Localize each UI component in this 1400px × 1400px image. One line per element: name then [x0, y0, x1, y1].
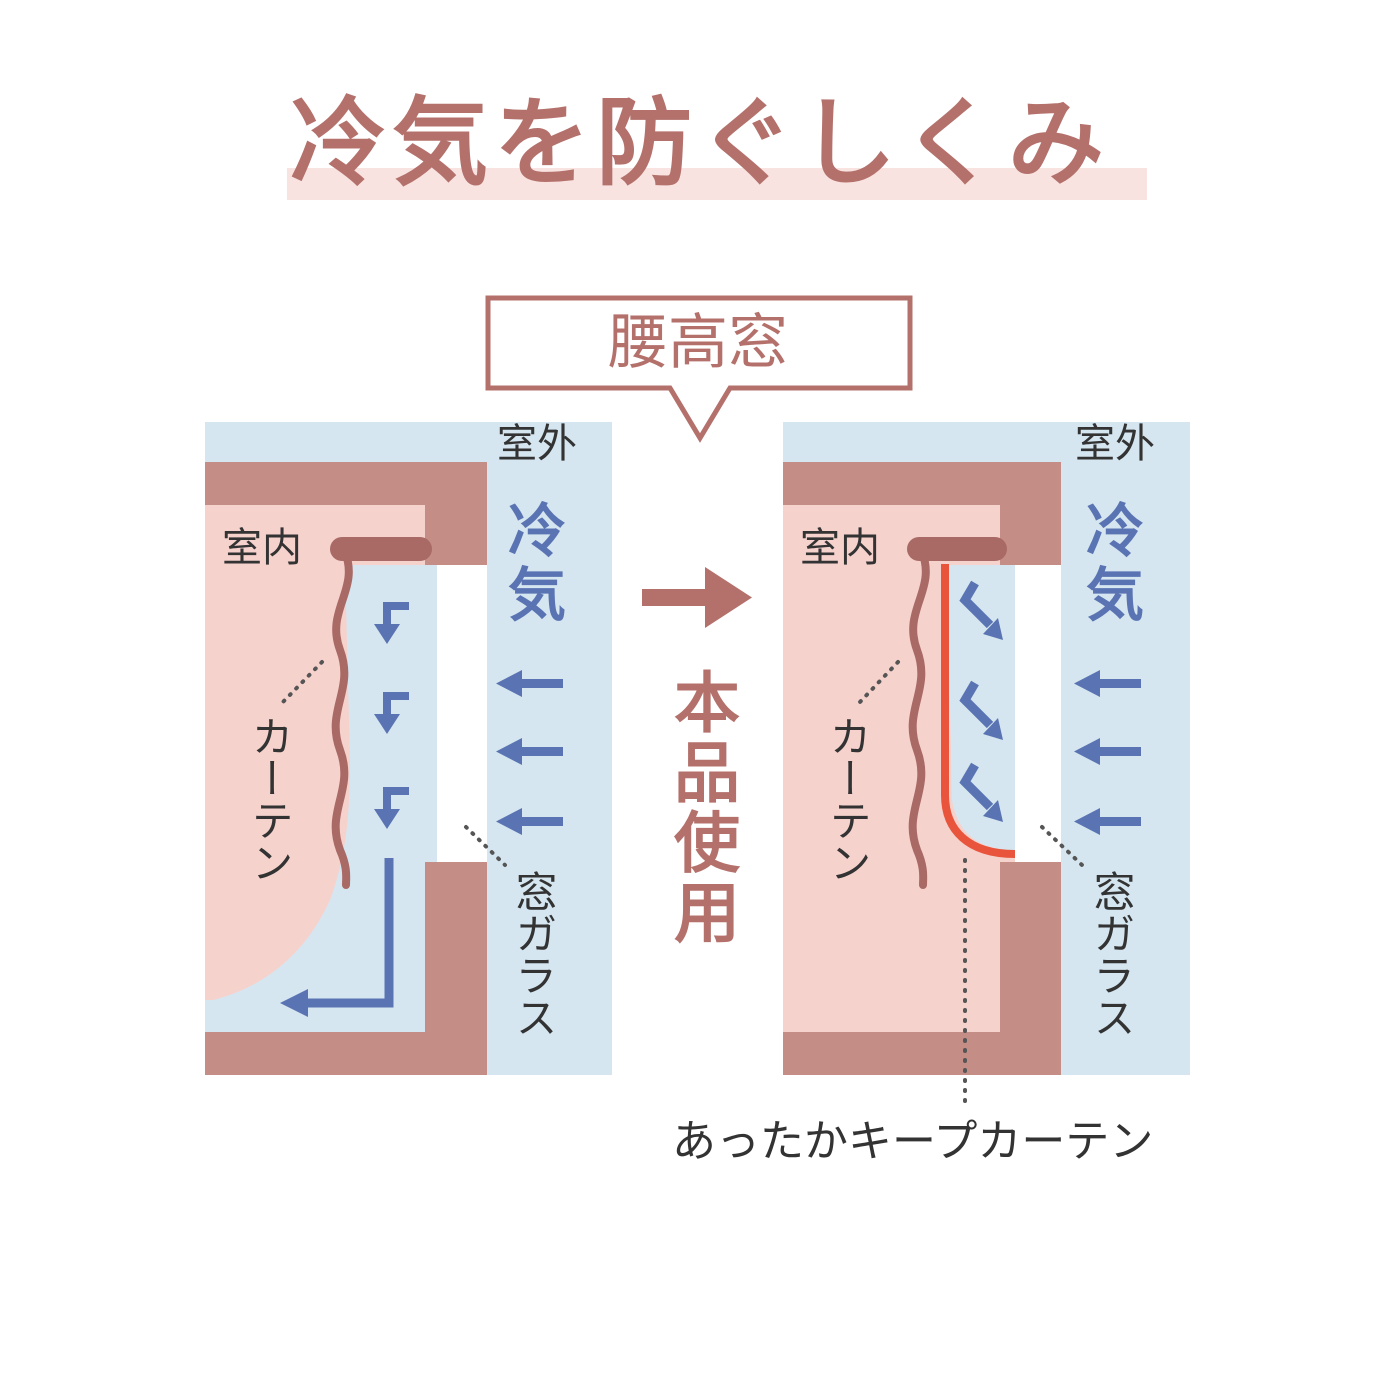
left-curtain-leader [281, 660, 324, 704]
left-indoor-label: 室内 [222, 525, 302, 571]
right-panel [783, 422, 1190, 1112]
right-glass-label: 窓ガラス [1087, 870, 1136, 1038]
right-glass-leader [1040, 825, 1084, 867]
arrowhead-markers [983, 618, 1003, 822]
left-glass-label: 窓ガラス [509, 870, 558, 1038]
callout-box [485, 295, 913, 443]
left-cold-pool [205, 565, 437, 1032]
arrow-down-right-icon [959, 580, 994, 811]
left-curtain [331, 548, 353, 889]
right-upper-wall [783, 462, 1061, 565]
arrow-down-icon [374, 602, 409, 829]
left-floor-flow-arrowhead [280, 989, 308, 1017]
right-outdoor-label: 室外 [1075, 421, 1155, 467]
title-underline-band [287, 168, 1147, 200]
left-lower-wall [205, 862, 487, 1075]
arrow-left-icon [1074, 670, 1141, 835]
left-panel [205, 422, 612, 1075]
right-cold-pocket [947, 565, 1015, 850]
right-cold-air-label: 冷気 [1076, 500, 1144, 628]
product-use-label: 本品使用 [663, 668, 740, 948]
left-curtain-label: カーテン [245, 715, 294, 883]
left-cold-air-label: 冷気 [498, 500, 566, 628]
product-curtain-line [941, 564, 1016, 858]
window-type-label: 腰高窓 [608, 308, 788, 378]
left-upper-wall [205, 462, 487, 565]
right-window-glass-pane [1015, 565, 1061, 862]
left-window-glass-pane [437, 565, 487, 862]
right-indoor-label: 室内 [800, 525, 880, 571]
right-curtain-leader [858, 660, 900, 704]
right-lower-wall [783, 862, 1061, 1075]
arrow-left-icon [496, 670, 563, 835]
product-name-label: あったかキープカーテン [672, 1116, 1154, 1167]
left-curtain-rod [330, 537, 432, 561]
right-curtain-label: カーテン [823, 715, 872, 883]
left-glass-leader [464, 825, 507, 867]
right-curtain-rod [907, 537, 1007, 561]
arrow-right-icon [642, 567, 752, 628]
left-floor-flow-arrow [300, 858, 394, 1008]
right-curtain [908, 548, 930, 889]
page-title: 冷気を防ぐしくみ [290, 87, 1110, 199]
left-outdoor-label: 室外 [497, 421, 577, 467]
